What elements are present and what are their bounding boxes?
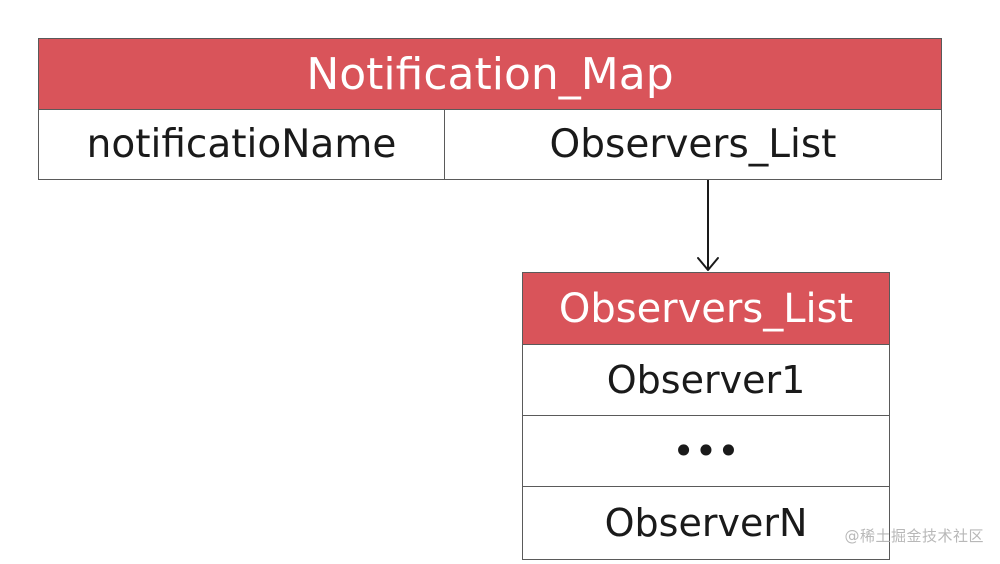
list-row-ellipsis: ••• — [523, 416, 889, 487]
observers-list-table: Observers_List Observer1 ••• ObserverN — [522, 272, 890, 560]
notification-map-header: Notification_Map — [39, 39, 941, 110]
watermark-text: @稀土掘金技术社区 — [844, 527, 984, 545]
down-arrow — [697, 180, 719, 271]
observers-list-header: Observers_List — [523, 273, 889, 345]
observers-list-cell: Observers_List — [549, 122, 837, 167]
list-row-observer-first: Observer1 — [523, 345, 889, 416]
notification-map-row: notificatioName Observers_List — [39, 110, 941, 179]
notification-name-cell: notificatioName — [39, 110, 445, 179]
list-row-observer-last: ObserverN — [604, 500, 808, 545]
notification-map-table: Notification_Map notificatioName Observe… — [38, 38, 942, 180]
